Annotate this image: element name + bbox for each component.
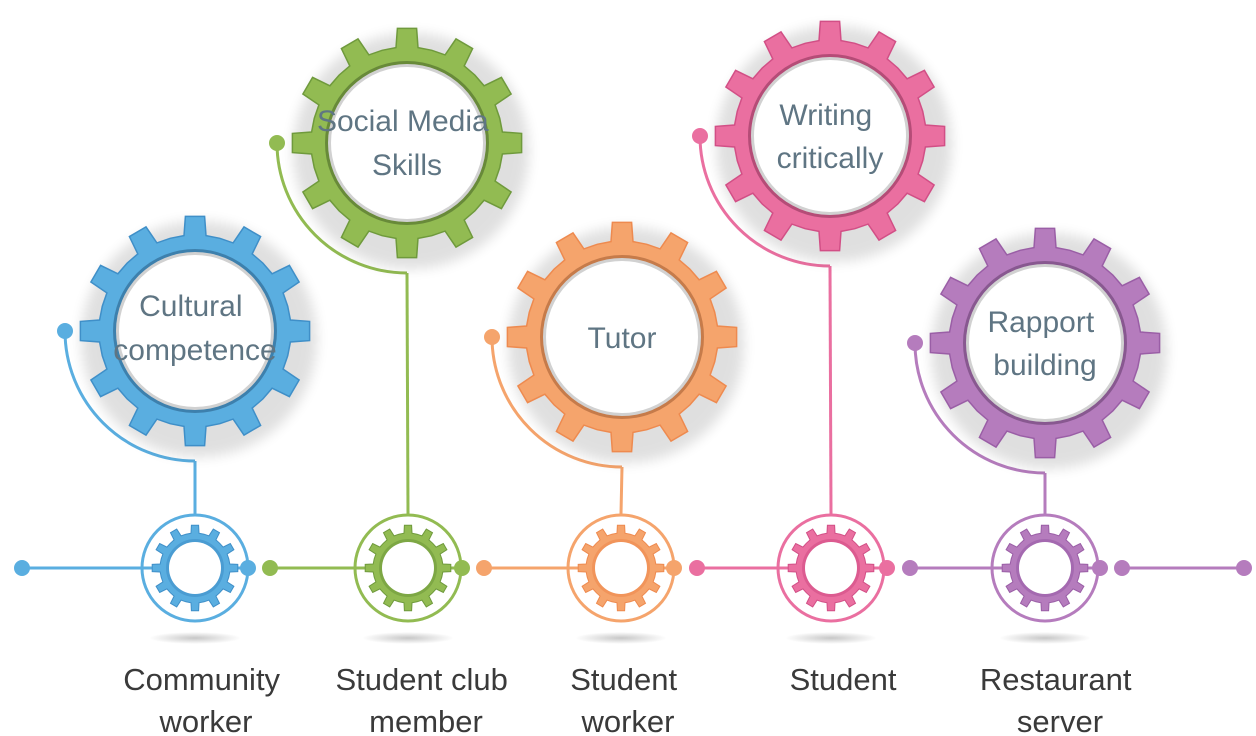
small-gear-ring (566, 513, 676, 623)
gear-icon (714, 20, 952, 262)
gear-hub (966, 264, 1124, 422)
connector-dot-icon (476, 560, 492, 576)
gear-inner-shadow (113, 249, 277, 413)
connector-dot-icon (1092, 560, 1108, 576)
small-gear-ring (140, 513, 250, 623)
gear-inner-shadow (748, 54, 912, 218)
connector-arc (698, 135, 831, 268)
small-gear-ring (990, 513, 1100, 623)
gear-hub (751, 57, 909, 215)
connector-dot-icon (1114, 560, 1130, 576)
gear-icon (506, 221, 744, 463)
role-label: Student (790, 662, 897, 697)
small-gear-hub (169, 542, 221, 594)
floor-shadow (999, 632, 1091, 644)
connector-arc (63, 330, 196, 463)
skill-label: Rapport building (987, 306, 1102, 382)
connector-dot-icon (689, 560, 705, 576)
small-gear-hub (595, 542, 647, 594)
skill-item-social-media-skills: Student club member Social Media Skills (291, 27, 529, 736)
connector-dot-icon (14, 560, 30, 576)
small-gear-hub (382, 542, 434, 594)
small-gear-ring (353, 513, 463, 623)
connector-stem (828, 265, 833, 515)
gear-inner-shadow (325, 61, 489, 225)
connector-dot-icon (692, 128, 708, 144)
connector-dot-icon (57, 323, 73, 339)
role-label: Restaurant server (980, 662, 1140, 736)
role-label: Community worker (123, 662, 288, 736)
connector-arc (913, 342, 1046, 475)
role-label: Student club member (336, 662, 517, 736)
skill-item-writing-critically: Student Writing critically (714, 20, 952, 697)
connector-dot-icon (907, 335, 923, 351)
gear-icon (291, 27, 529, 269)
small-gear-hub (1019, 542, 1071, 594)
small-gear-icon (353, 513, 463, 644)
role-label: Student worker (570, 662, 686, 736)
skill-label: Cultural competence (113, 290, 276, 367)
floor-shadow (785, 632, 877, 644)
floor-shadow (362, 632, 454, 644)
skill-label: Tutor (588, 322, 657, 355)
connector-arc (490, 336, 623, 469)
gear-hub (543, 258, 701, 416)
gear-hub (328, 64, 486, 222)
floor-shadow (575, 632, 667, 644)
connector-arc (275, 142, 408, 275)
small-gear-icon (990, 513, 1100, 644)
small-gear-icon (140, 513, 250, 644)
skill-label: Social Media Skills (317, 105, 497, 182)
gear-hub (116, 252, 274, 410)
connector-dot-icon (902, 560, 918, 576)
skill-item-rapport-building: Restaurant server Rapport building (929, 227, 1167, 736)
floor-shadow (149, 632, 241, 644)
gear-inner-shadow (540, 255, 704, 419)
connector-dot-icon (484, 329, 500, 345)
skill-item-tutor: Student worker Tutor (506, 221, 744, 736)
skill-item-cultural-competence: Community worker Cultural competence (79, 215, 317, 736)
connector-dot-icon (1236, 560, 1252, 576)
connector-stem (619, 466, 624, 515)
small-gear-hub (805, 542, 857, 594)
small-gear-ring (776, 513, 886, 623)
gear-icon (79, 215, 317, 457)
connector-dot-icon (269, 135, 285, 151)
small-gear-icon (776, 513, 886, 644)
skill-label: Writing critically (777, 99, 884, 175)
connector-stem (405, 272, 410, 515)
small-gear-icon (566, 513, 676, 644)
connector-dot-icon (262, 560, 278, 576)
gear-inner-shadow (963, 261, 1127, 425)
connector-dot-icon (879, 560, 895, 576)
gear-icon (929, 227, 1167, 469)
connector-stems (57, 128, 1047, 515)
